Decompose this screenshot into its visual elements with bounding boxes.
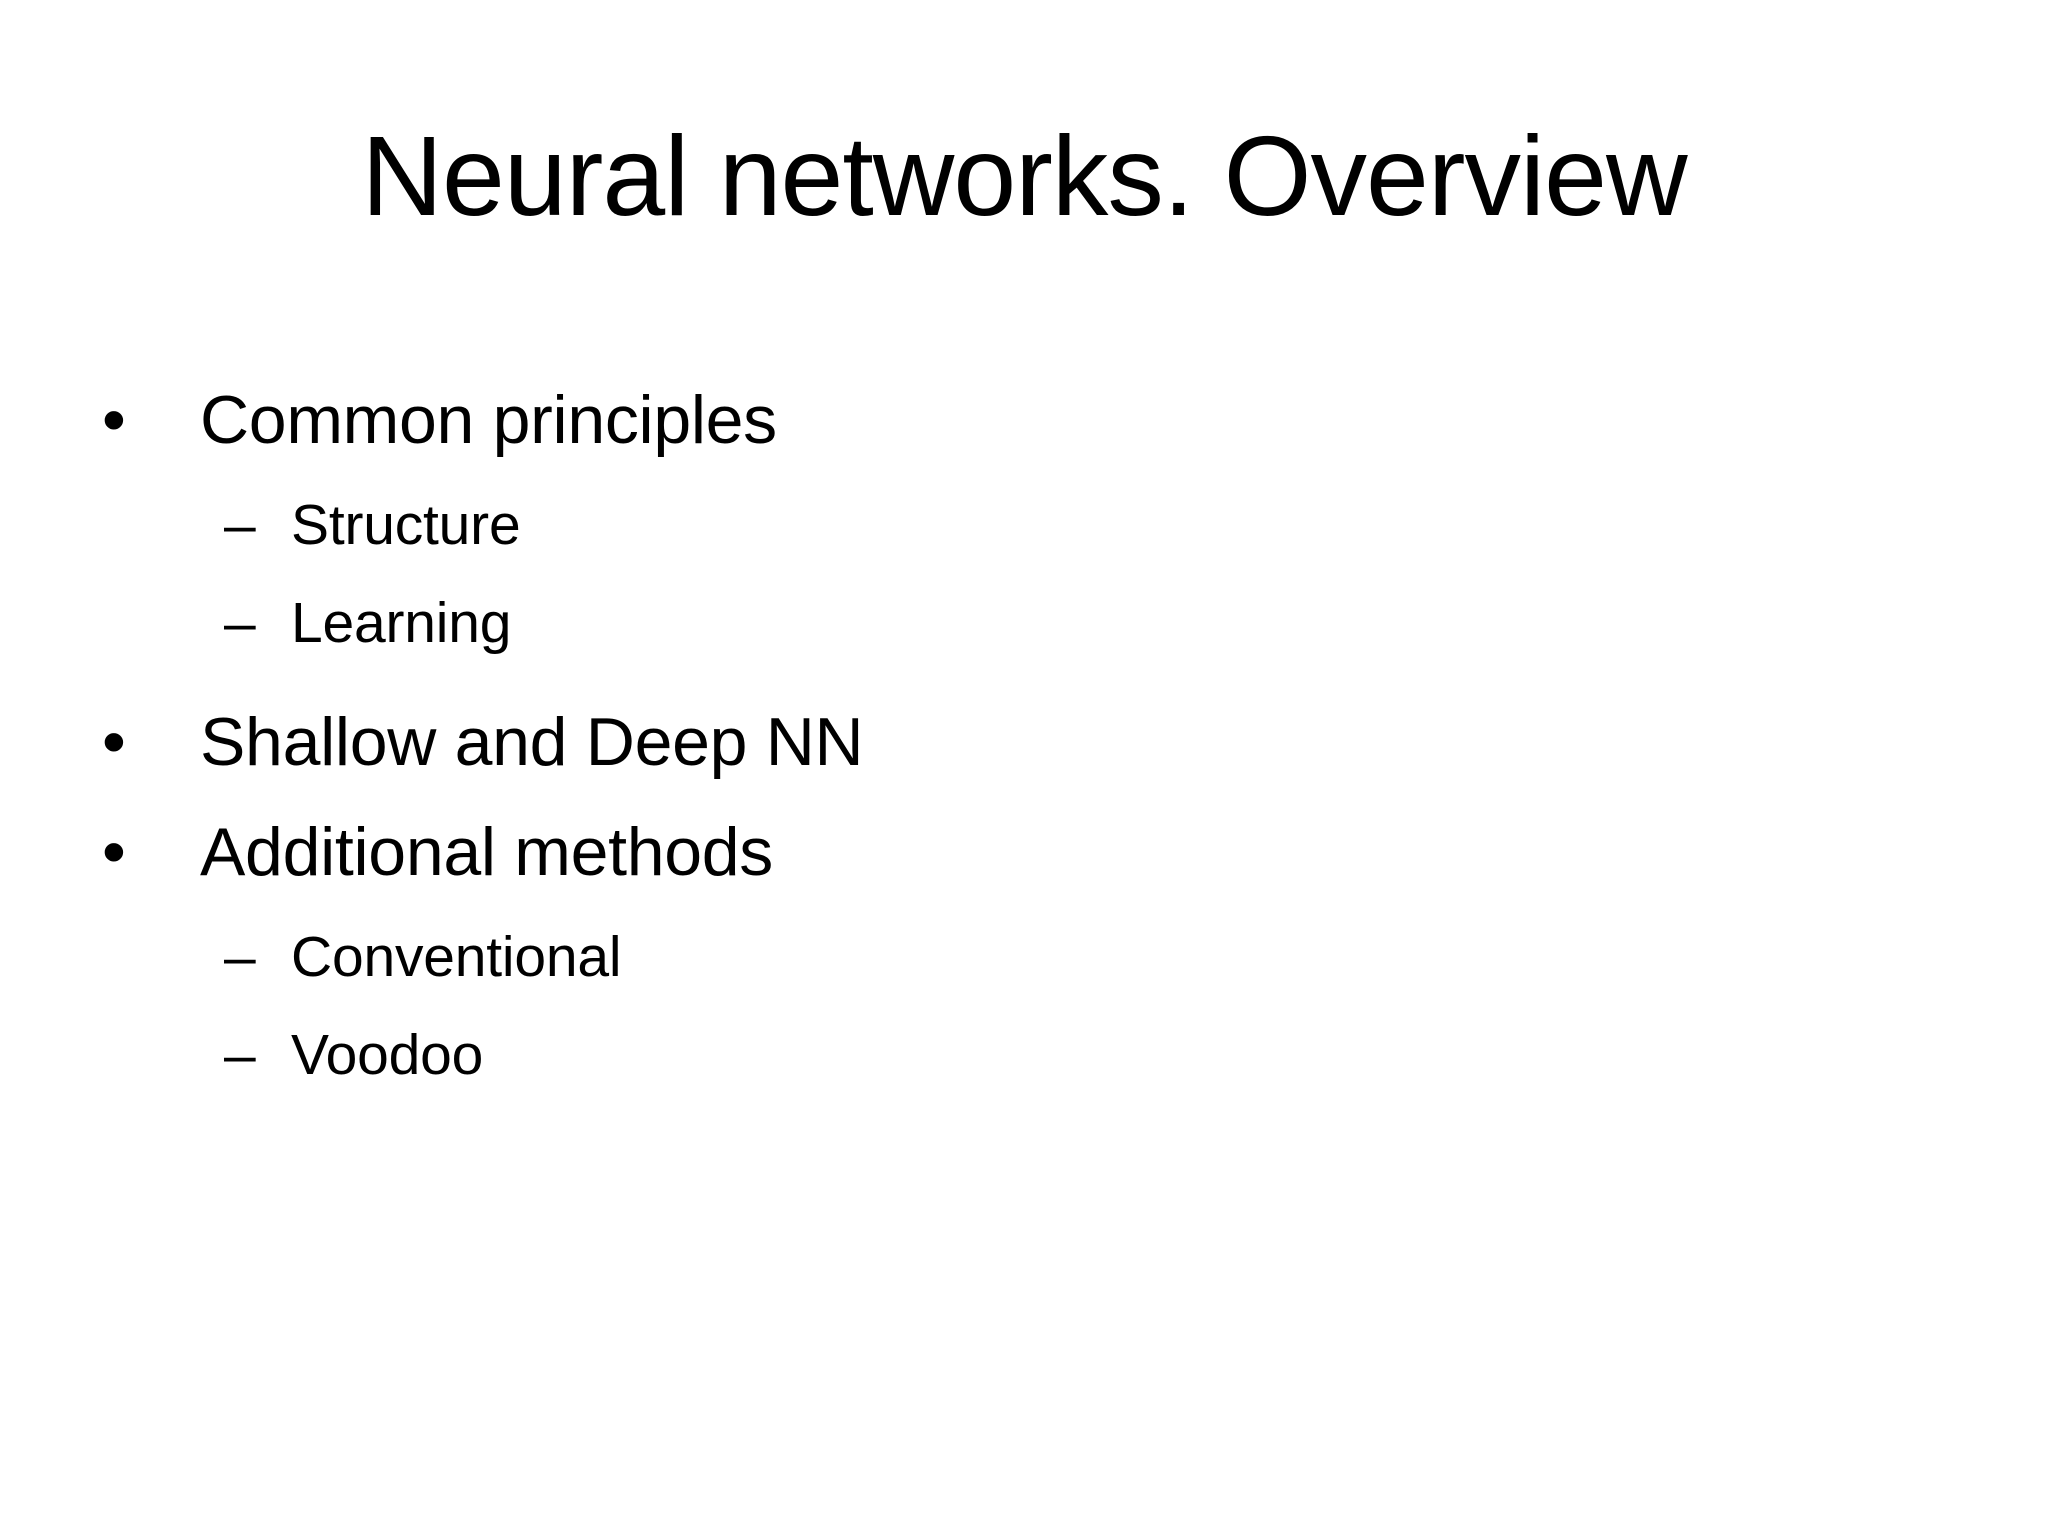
list-item-label: Shallow and Deep NN: [200, 704, 864, 780]
bullet-dash-icon: –: [224, 925, 256, 989]
list-item-label: Structure: [291, 493, 521, 557]
bullet-dash-icon: –: [224, 493, 256, 557]
list-item: • Shallow and Deep NN: [96, 694, 1956, 790]
content-placeholder: • Common principles – Structure – Learni…: [96, 372, 1956, 1110]
bullet-dot-icon: •: [102, 814, 126, 890]
list-item-label: Voodoo: [291, 1023, 484, 1087]
bullet-dash-icon: –: [224, 591, 256, 655]
list-item: – Structure: [224, 482, 1956, 568]
list-item: • Common principles: [96, 372, 1956, 468]
bullet-dot-icon: •: [102, 704, 126, 780]
page-title: Neural networks. Overview: [361, 113, 1687, 239]
list-item: • Additional methods: [96, 804, 1956, 900]
list-item-label: Common principles: [200, 382, 777, 458]
bullet-dot-icon: •: [102, 382, 126, 458]
list-item-label: Additional methods: [200, 814, 773, 890]
list-item: – Voodoo: [224, 1012, 1956, 1098]
list-item: – Learning: [224, 580, 1956, 666]
bullet-dash-icon: –: [224, 1023, 256, 1087]
list-item-label: Conventional: [291, 925, 622, 989]
list-item-label: Learning: [291, 591, 512, 655]
list-item: – Conventional: [224, 914, 1956, 1000]
